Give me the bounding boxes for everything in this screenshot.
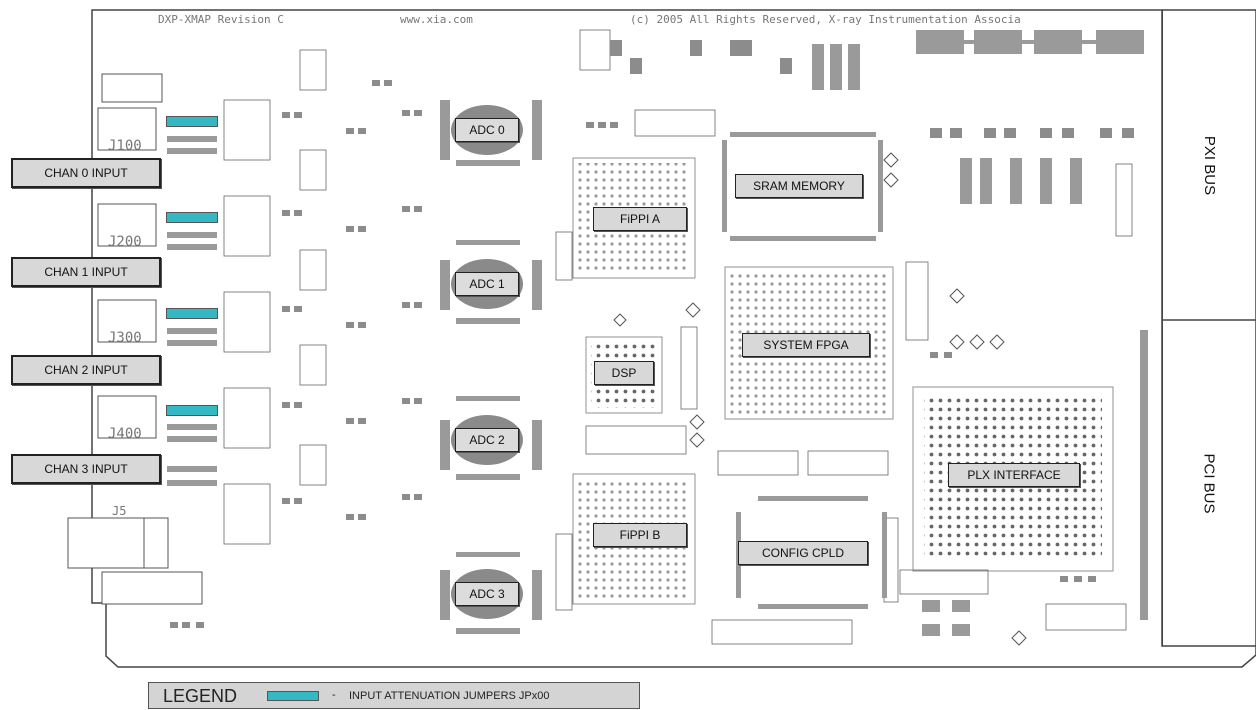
plx-interface-label: PLX INTERFACE	[948, 463, 1080, 487]
silk-connector: J400	[108, 426, 142, 442]
adc-3: ADC 3	[451, 569, 523, 619]
pxi-bus-label: PXI BUS	[1201, 135, 1218, 195]
chan-0-input-label: CHAN 0 INPUT	[11, 158, 161, 188]
dsp-label: DSP	[594, 361, 654, 385]
system-fpga-label: SYSTEM FPGA	[742, 333, 870, 357]
silk-connector: J200	[108, 234, 142, 250]
pci-bus: PCI BUS	[1162, 320, 1256, 646]
pxi-bus: PXI BUS	[1162, 10, 1256, 320]
legend-jumper-swatch	[267, 691, 319, 701]
chan-2-input-label: CHAN 2 INPUT	[11, 355, 161, 385]
silk-connector: J100	[108, 138, 142, 154]
legend-separator: -	[332, 689, 336, 701]
adc-1-label: ADC 1	[455, 272, 519, 296]
legend-jumper-description: INPUT ATTENUATION JUMPERS JPx00	[349, 690, 550, 702]
sram-memory-label: SRAM MEMORY	[735, 174, 863, 198]
silk-connector: J5	[112, 504, 127, 518]
silk-revision: DXP-XMAP Revision C	[158, 13, 284, 26]
adc-2-label: ADC 2	[455, 428, 519, 452]
adc-3-label: ADC 3	[455, 582, 519, 606]
silk-connector: J300	[108, 330, 142, 346]
attenuation-jumper	[166, 212, 218, 223]
attenuation-jumper	[166, 116, 218, 127]
adc-0: ADC 0	[451, 105, 523, 155]
fippi-b-label: FiPPI B	[593, 523, 687, 547]
config-cpld-label: CONFIG CPLD	[738, 541, 868, 565]
adc-0-label: ADC 0	[455, 118, 519, 142]
attenuation-jumper	[166, 308, 218, 319]
silk-website: www.xia.com	[400, 13, 473, 26]
silk-copyright: (c) 2005 All Rights Reserved, X-ray Inst…	[630, 13, 1021, 26]
chan-1-input-label: CHAN 1 INPUT	[11, 257, 161, 287]
fippi-a-label: FiPPI A	[593, 207, 687, 231]
adc-2: ADC 2	[451, 415, 523, 465]
legend: LEGEND - INPUT ATTENUATION JUMPERS JPx00	[148, 682, 640, 709]
adc-1: ADC 1	[451, 259, 523, 309]
attenuation-jumper	[166, 405, 218, 416]
legend-title: LEGEND	[163, 686, 238, 706]
chan-3-input-label: CHAN 3 INPUT	[11, 454, 161, 484]
pci-bus-label: PCI BUS	[1200, 452, 1218, 514]
